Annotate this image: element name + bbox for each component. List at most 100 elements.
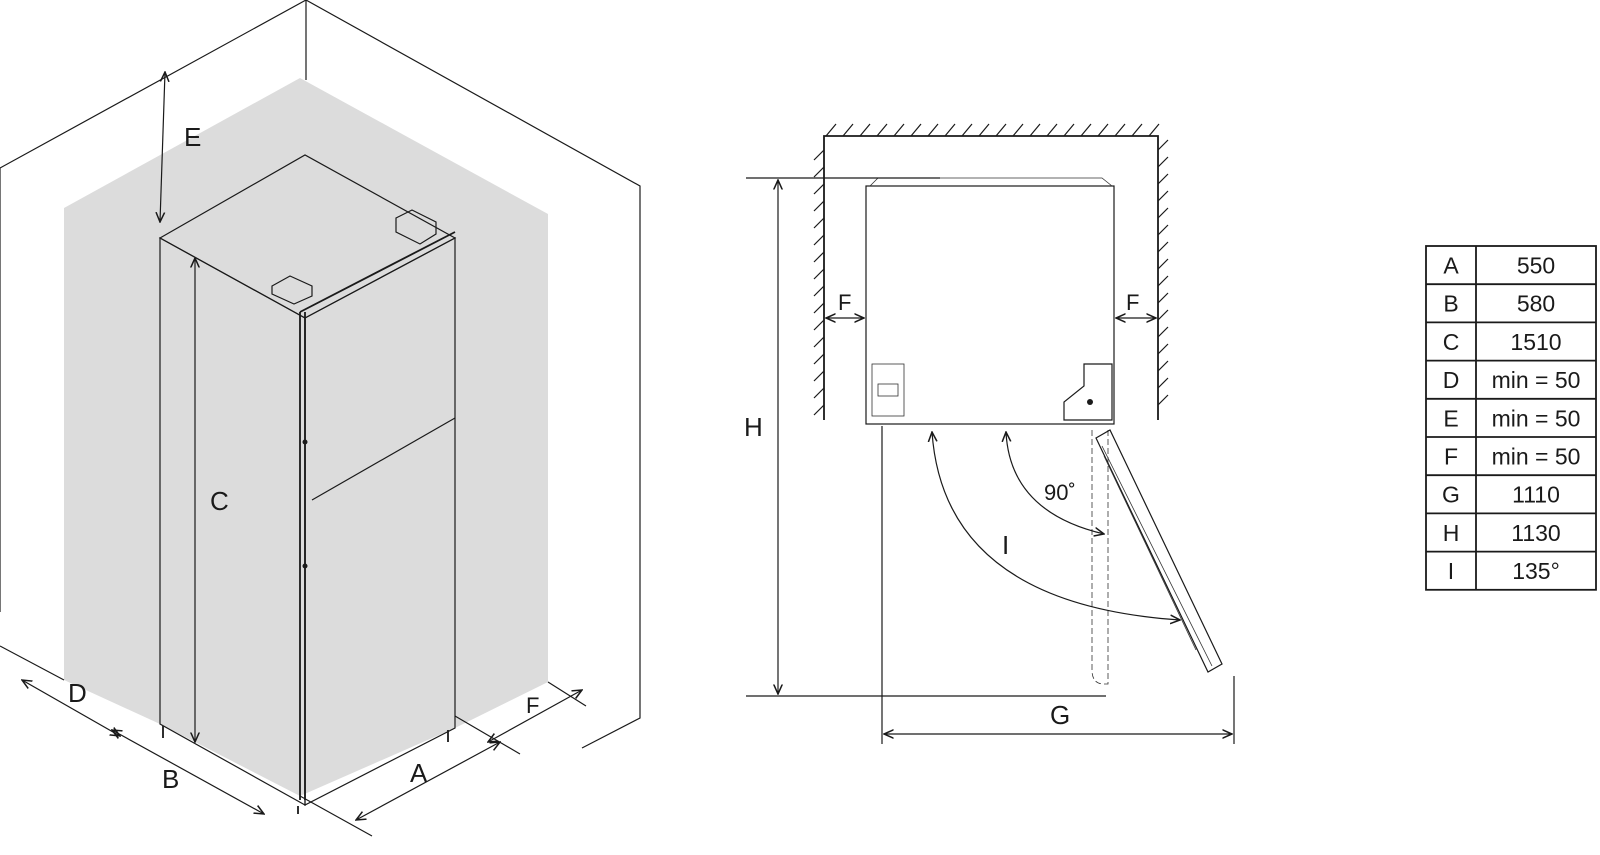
wall-outline xyxy=(823,135,1159,420)
table-key-cell: D xyxy=(1443,367,1460,393)
table-key-cell: I xyxy=(1448,558,1454,584)
dim-b-arrow xyxy=(112,730,264,814)
table-value-cell: 580 xyxy=(1517,291,1555,317)
label-c: C xyxy=(210,486,229,516)
label-a: A xyxy=(410,758,428,788)
arc-135-degrees xyxy=(932,432,1180,620)
hatch-line xyxy=(1157,309,1169,321)
table-key-cell: H xyxy=(1443,520,1460,546)
hatch-line xyxy=(813,319,825,331)
hatch-line xyxy=(1157,139,1169,151)
table-value-cell: min = 50 xyxy=(1492,405,1581,431)
table-value-cell: 1110 xyxy=(1512,482,1560,508)
fridge-rear-component-inner xyxy=(877,383,899,397)
hatch-line xyxy=(1131,123,1143,137)
hatch-line xyxy=(813,217,825,229)
table-value-cell: 135° xyxy=(1512,558,1560,584)
fridge-isometric xyxy=(158,154,457,814)
hinge-top-right xyxy=(395,209,437,245)
hatch-line xyxy=(859,123,871,137)
dim-a-arrow xyxy=(356,742,500,820)
hatch-line xyxy=(1157,377,1169,389)
table-key-cell: B xyxy=(1443,291,1458,317)
dim-g-ext xyxy=(881,426,1235,744)
corner-walls xyxy=(0,0,641,749)
hatch-line xyxy=(1157,207,1169,219)
hatch-line xyxy=(813,234,825,246)
fridge-body-top-view xyxy=(865,185,1115,425)
table-frame xyxy=(1425,245,1597,591)
hatch-line xyxy=(813,251,825,263)
door-open-inner xyxy=(1101,445,1213,667)
table-value-cell: 550 xyxy=(1517,253,1555,279)
label-f-left: F xyxy=(838,290,851,315)
table-value-cell: min = 50 xyxy=(1492,444,1581,470)
hatch-line xyxy=(813,336,825,348)
door-split-line xyxy=(311,417,456,501)
hatch-line xyxy=(1157,326,1169,338)
hatch-line xyxy=(1157,360,1169,372)
label-b: B xyxy=(162,764,179,794)
dim-h-ext xyxy=(746,177,1106,697)
label-f-right: F xyxy=(1126,290,1139,315)
table-value-cell: 1510 xyxy=(1510,329,1561,355)
hatch-line xyxy=(1080,123,1092,137)
hatch-line xyxy=(842,123,854,137)
table-key-cell: C xyxy=(1443,329,1460,355)
wall-hatching xyxy=(813,123,1169,416)
hatch-line xyxy=(1157,224,1169,236)
hatch-line xyxy=(813,149,825,161)
door-edge xyxy=(299,312,306,800)
top-view: F F H G 90˚ I xyxy=(744,123,1235,744)
hatch-line xyxy=(813,268,825,280)
hatch-line xyxy=(813,166,825,178)
hatch-line xyxy=(1157,343,1169,355)
hatch-line xyxy=(1157,292,1169,304)
hatch-line xyxy=(1157,156,1169,168)
hatch-line xyxy=(825,123,837,137)
hatch-line xyxy=(1063,123,1075,137)
hatch-line xyxy=(1148,123,1160,137)
hatch-line xyxy=(1157,173,1169,185)
hatch-line xyxy=(893,123,905,137)
door-open-135 xyxy=(1095,429,1223,673)
table-key-cell: G xyxy=(1442,482,1460,508)
hatch-line xyxy=(1114,123,1126,137)
isometric-view: E C D B A F xyxy=(0,0,641,837)
hatch-line xyxy=(813,302,825,314)
hatch-line xyxy=(1012,123,1024,137)
table-key-cell: A xyxy=(1443,253,1459,279)
fridge-top-edge xyxy=(869,177,1113,187)
label-d: D xyxy=(68,678,87,708)
hatch-line xyxy=(1157,258,1169,270)
door-handle-dot xyxy=(302,563,308,569)
clearance-zone xyxy=(64,78,548,796)
table-key-cell: F xyxy=(1444,444,1458,470)
table-value-cell: 1130 xyxy=(1511,520,1560,546)
fridge-rear-component xyxy=(871,363,905,417)
hatch-line xyxy=(1157,241,1169,253)
top-rail xyxy=(299,231,456,313)
hatch-line xyxy=(1157,275,1169,287)
hinge-pin xyxy=(1087,399,1093,405)
dim-f-arrow xyxy=(488,690,582,742)
table-key-cell: E xyxy=(1443,405,1458,431)
dim-e-arrow xyxy=(160,72,165,222)
hatch-line xyxy=(978,123,990,137)
hatch-line xyxy=(927,123,939,137)
dim-d-arrow xyxy=(22,680,120,736)
door-closed-position xyxy=(1091,430,1109,685)
hatch-line xyxy=(813,200,825,212)
label-g: G xyxy=(1050,700,1070,730)
label-h: H xyxy=(744,412,763,442)
hatch-line xyxy=(876,123,888,137)
hatch-line xyxy=(1029,123,1041,137)
hatch-line xyxy=(1097,123,1109,137)
label-i: I xyxy=(1002,530,1009,560)
hatch-line xyxy=(1157,190,1169,202)
hatch-line xyxy=(813,370,825,382)
hatch-line xyxy=(813,387,825,399)
hinge-top-view xyxy=(1063,363,1113,421)
label-f-iso: F xyxy=(526,693,539,718)
